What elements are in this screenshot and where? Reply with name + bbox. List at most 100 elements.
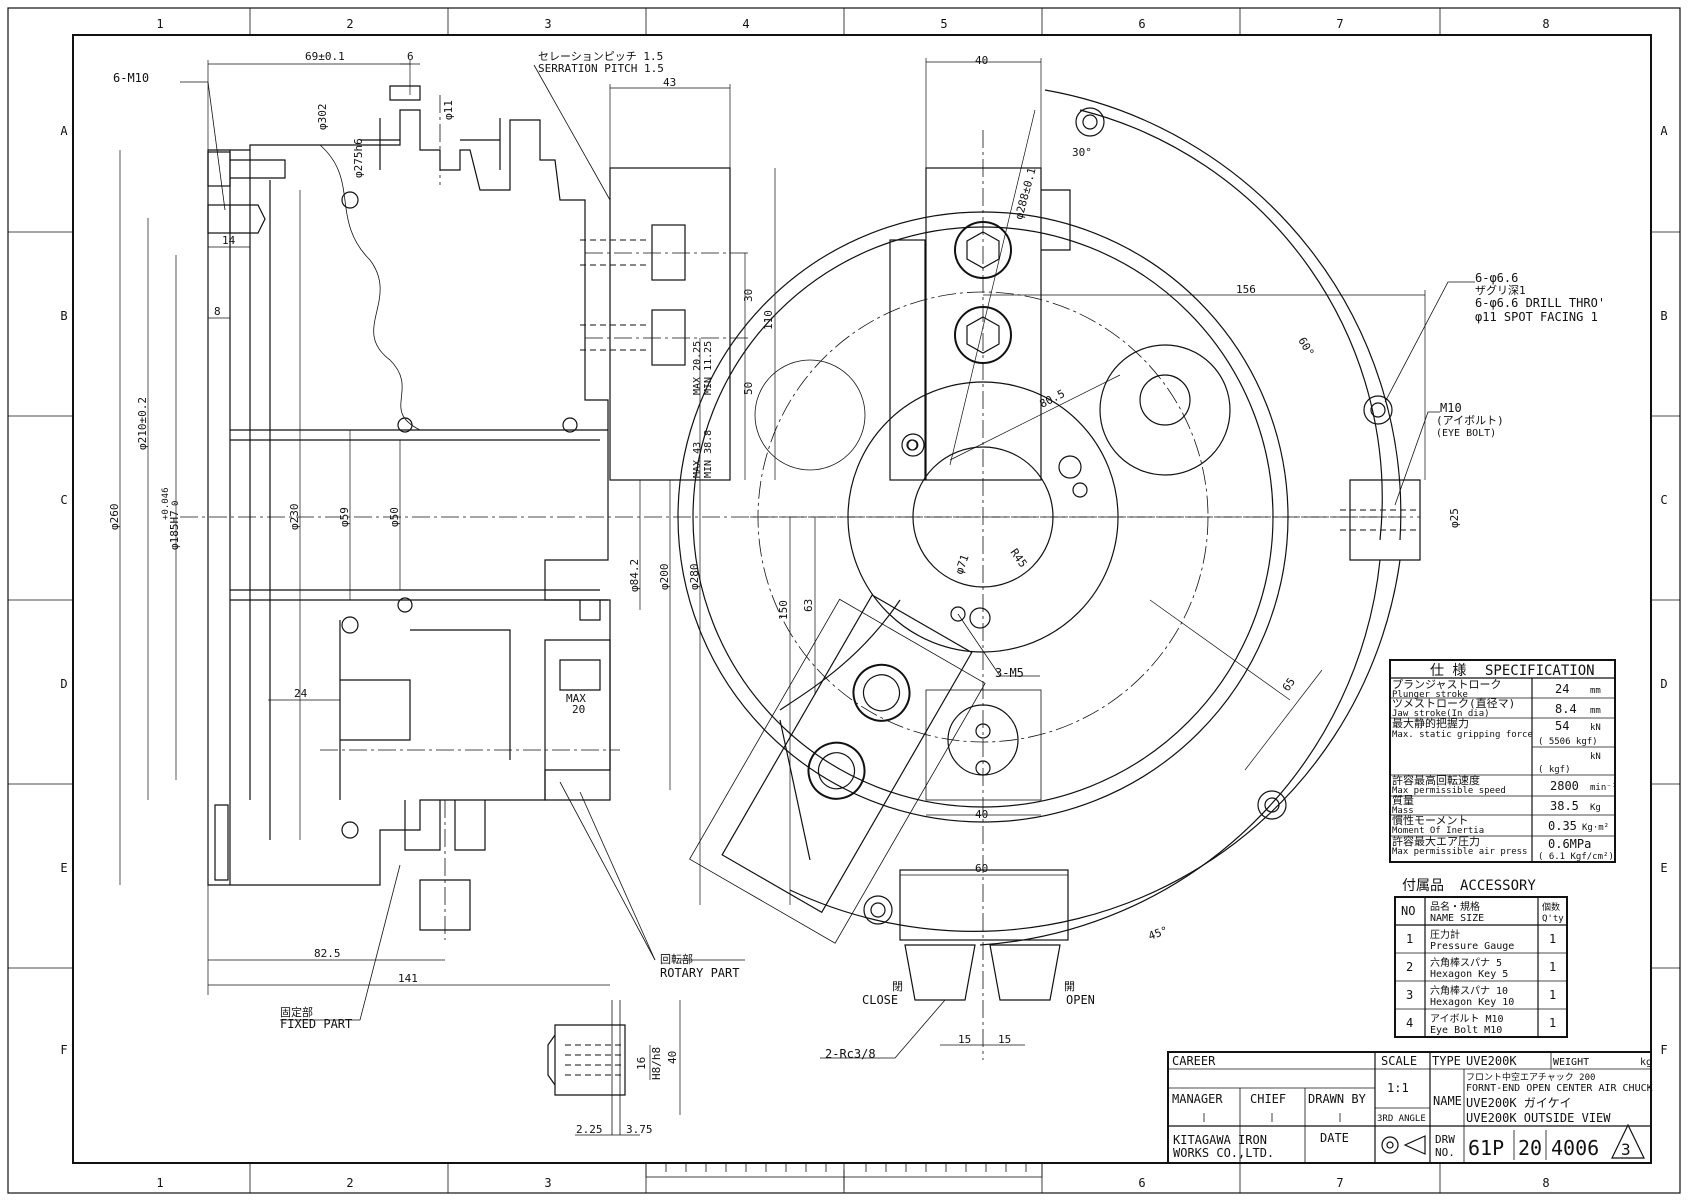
- spec-row-en: Jaw stroke(In dia): [1392, 709, 1490, 719]
- dim-141: 141: [398, 972, 418, 985]
- accessory-row-jp: アイボルト M10: [1430, 1013, 1504, 1025]
- dim-11: φ11: [442, 100, 455, 120]
- col-label: 1: [156, 17, 163, 31]
- max-20: 20: [572, 703, 585, 716]
- spec-row-jp: プランジャストローク: [1392, 678, 1501, 691]
- accessory-row-jp: 圧力計: [1430, 928, 1460, 941]
- row-label: D: [1660, 677, 1667, 691]
- accessory-head-no: NO: [1401, 904, 1415, 918]
- accessory-table: [1394, 896, 1568, 1038]
- scale-ruler: [645, 1162, 1043, 1178]
- row-label: E: [1660, 861, 1667, 875]
- front-view: [677, 58, 1475, 1060]
- accessory-row-qty: 1: [1549, 988, 1556, 1002]
- detail-dim-225: 2.25: [576, 1123, 603, 1136]
- spec-row-sub: ( 6.1 Kgf/cm²): [1538, 852, 1614, 862]
- hole-spec-1: 6-φ6.6: [1475, 271, 1518, 285]
- accessory-head-name-jp: 品名・規格: [1430, 900, 1480, 913]
- front-dim-r45: R45: [1008, 546, 1030, 570]
- spec-row-en: Max permissible speed: [1392, 786, 1506, 796]
- drw-number-1: 61P: [1468, 1136, 1504, 1160]
- dim-30: 30: [742, 289, 755, 302]
- col-label: 3: [544, 1176, 551, 1190]
- chief-label: CHIEF: [1250, 1092, 1286, 1106]
- dim-6: 6: [407, 50, 414, 63]
- front-dim-63: 63: [802, 599, 815, 612]
- dim-210: φ210±0.2: [136, 397, 149, 450]
- row-label: B: [60, 309, 67, 323]
- front-dim-288: φ288±0.1: [1012, 166, 1038, 221]
- dim-230: φ230: [288, 504, 301, 531]
- hole-spec-2: ザグリ深1: [1475, 283, 1526, 297]
- spec-row-value: 0.35: [1548, 819, 1577, 833]
- revision-number: 3: [1621, 1140, 1631, 1159]
- type-value: UVE200K: [1466, 1054, 1517, 1068]
- row-label: C: [1660, 493, 1667, 507]
- spec-row-jp: 質量: [1392, 793, 1414, 807]
- drw-number-2: 20: [1518, 1136, 1542, 1160]
- spec-row-en: Mass: [1392, 806, 1414, 816]
- spec-row-jp: 許容最大エア圧力: [1392, 834, 1480, 848]
- eyebolt-1: M10: [1440, 401, 1462, 415]
- dim-275: φ275h6: [352, 138, 365, 178]
- row-label: F: [60, 1043, 67, 1057]
- front-dim-65: 65: [1280, 675, 1298, 693]
- spec-row-unit: kN: [1590, 723, 1601, 733]
- name-line-2: UVE200K ガイケイ: [1466, 1096, 1572, 1110]
- spec-row-en: Max. static gripping force: [1392, 730, 1533, 740]
- front-dim-40-top: 40: [975, 54, 988, 67]
- accessory-row-qty: 1: [1549, 1016, 1556, 1030]
- detail-dim-16: 16: [635, 1057, 648, 1070]
- open-en: OPEN: [1066, 993, 1095, 1007]
- open-jp: 開: [1064, 980, 1075, 993]
- front-dim-40-mid: 40: [975, 808, 988, 821]
- dim-24: 24: [294, 687, 308, 700]
- front-dim-60: 60: [975, 862, 988, 875]
- dim-260: φ260: [108, 504, 121, 531]
- angle-label: 3RD ANGLE: [1377, 1114, 1426, 1124]
- accessory-title-en: ACCESSORY: [1460, 878, 1536, 894]
- spec-row-jp: 慣性モーメント: [1392, 813, 1469, 827]
- spec-row-sub: ( kgf): [1538, 765, 1571, 775]
- accessory-row-en: Hexagon Key 5: [1430, 969, 1508, 980]
- row-label: E: [60, 861, 67, 875]
- col-label: 1: [156, 1176, 163, 1190]
- dim-84: φ84.2: [628, 559, 641, 592]
- dim-14: 14: [222, 234, 236, 247]
- front-dim-25: φ25: [1448, 508, 1461, 528]
- dim-185-tol-lower: 0: [171, 501, 181, 506]
- row-label: F: [1660, 1043, 1667, 1057]
- max-label: MAX: [566, 692, 586, 705]
- accessory-row-jp: 六角棒スパナ 5: [1430, 956, 1502, 969]
- jaw-max-1: MAX 20.25: [692, 341, 703, 395]
- accessory-row-no: 2: [1406, 960, 1413, 974]
- col-label: 7: [1336, 17, 1343, 31]
- spec-row-unit: min⁻¹: [1590, 783, 1617, 793]
- dim-50: φ50: [388, 507, 401, 527]
- dim-43: 43: [663, 76, 676, 89]
- front-dim-15b: 15: [998, 1033, 1011, 1046]
- col-label: 5: [940, 17, 947, 31]
- name-jp: フロント中空エアチャック 200: [1466, 1071, 1595, 1083]
- col-label: 2: [346, 17, 353, 31]
- accessory-head-qty-en: Q'ty: [1542, 914, 1564, 924]
- front-dim-150: 150: [777, 600, 790, 620]
- accessory-row-en: Hexagon Key 10: [1430, 997, 1514, 1008]
- spec-row-jp: 許容最高回転速度: [1392, 773, 1480, 787]
- close-jp: 閉: [892, 980, 903, 993]
- serration-jp: セレーションピッチ 1.5: [538, 50, 663, 63]
- detail-dim-375: 3.75: [626, 1123, 653, 1136]
- accessory-head-name-en: NAME SIZE: [1430, 913, 1484, 924]
- spec-row-unit: Kg·m²: [1582, 823, 1609, 833]
- jaw-min-1: MIN 11.25: [703, 341, 714, 395]
- spec-row-en: Max permissible air press: [1392, 847, 1527, 857]
- name-en: FORNT-END OPEN CENTER AIR CHUCK: [1466, 1083, 1653, 1094]
- accessory-row-qty: 1: [1549, 932, 1556, 946]
- serration-en: SERRATION PITCH 1.5: [538, 62, 664, 75]
- thread-3m5: 3-M5: [995, 666, 1024, 680]
- date-label: DATE: [1320, 1131, 1349, 1145]
- row-label: A: [1660, 124, 1668, 138]
- weight-label: WEIGHT: [1553, 1057, 1589, 1068]
- title-block: [1167, 1051, 1652, 1164]
- spec-row-sub: ( 5506 kgf): [1538, 737, 1598, 747]
